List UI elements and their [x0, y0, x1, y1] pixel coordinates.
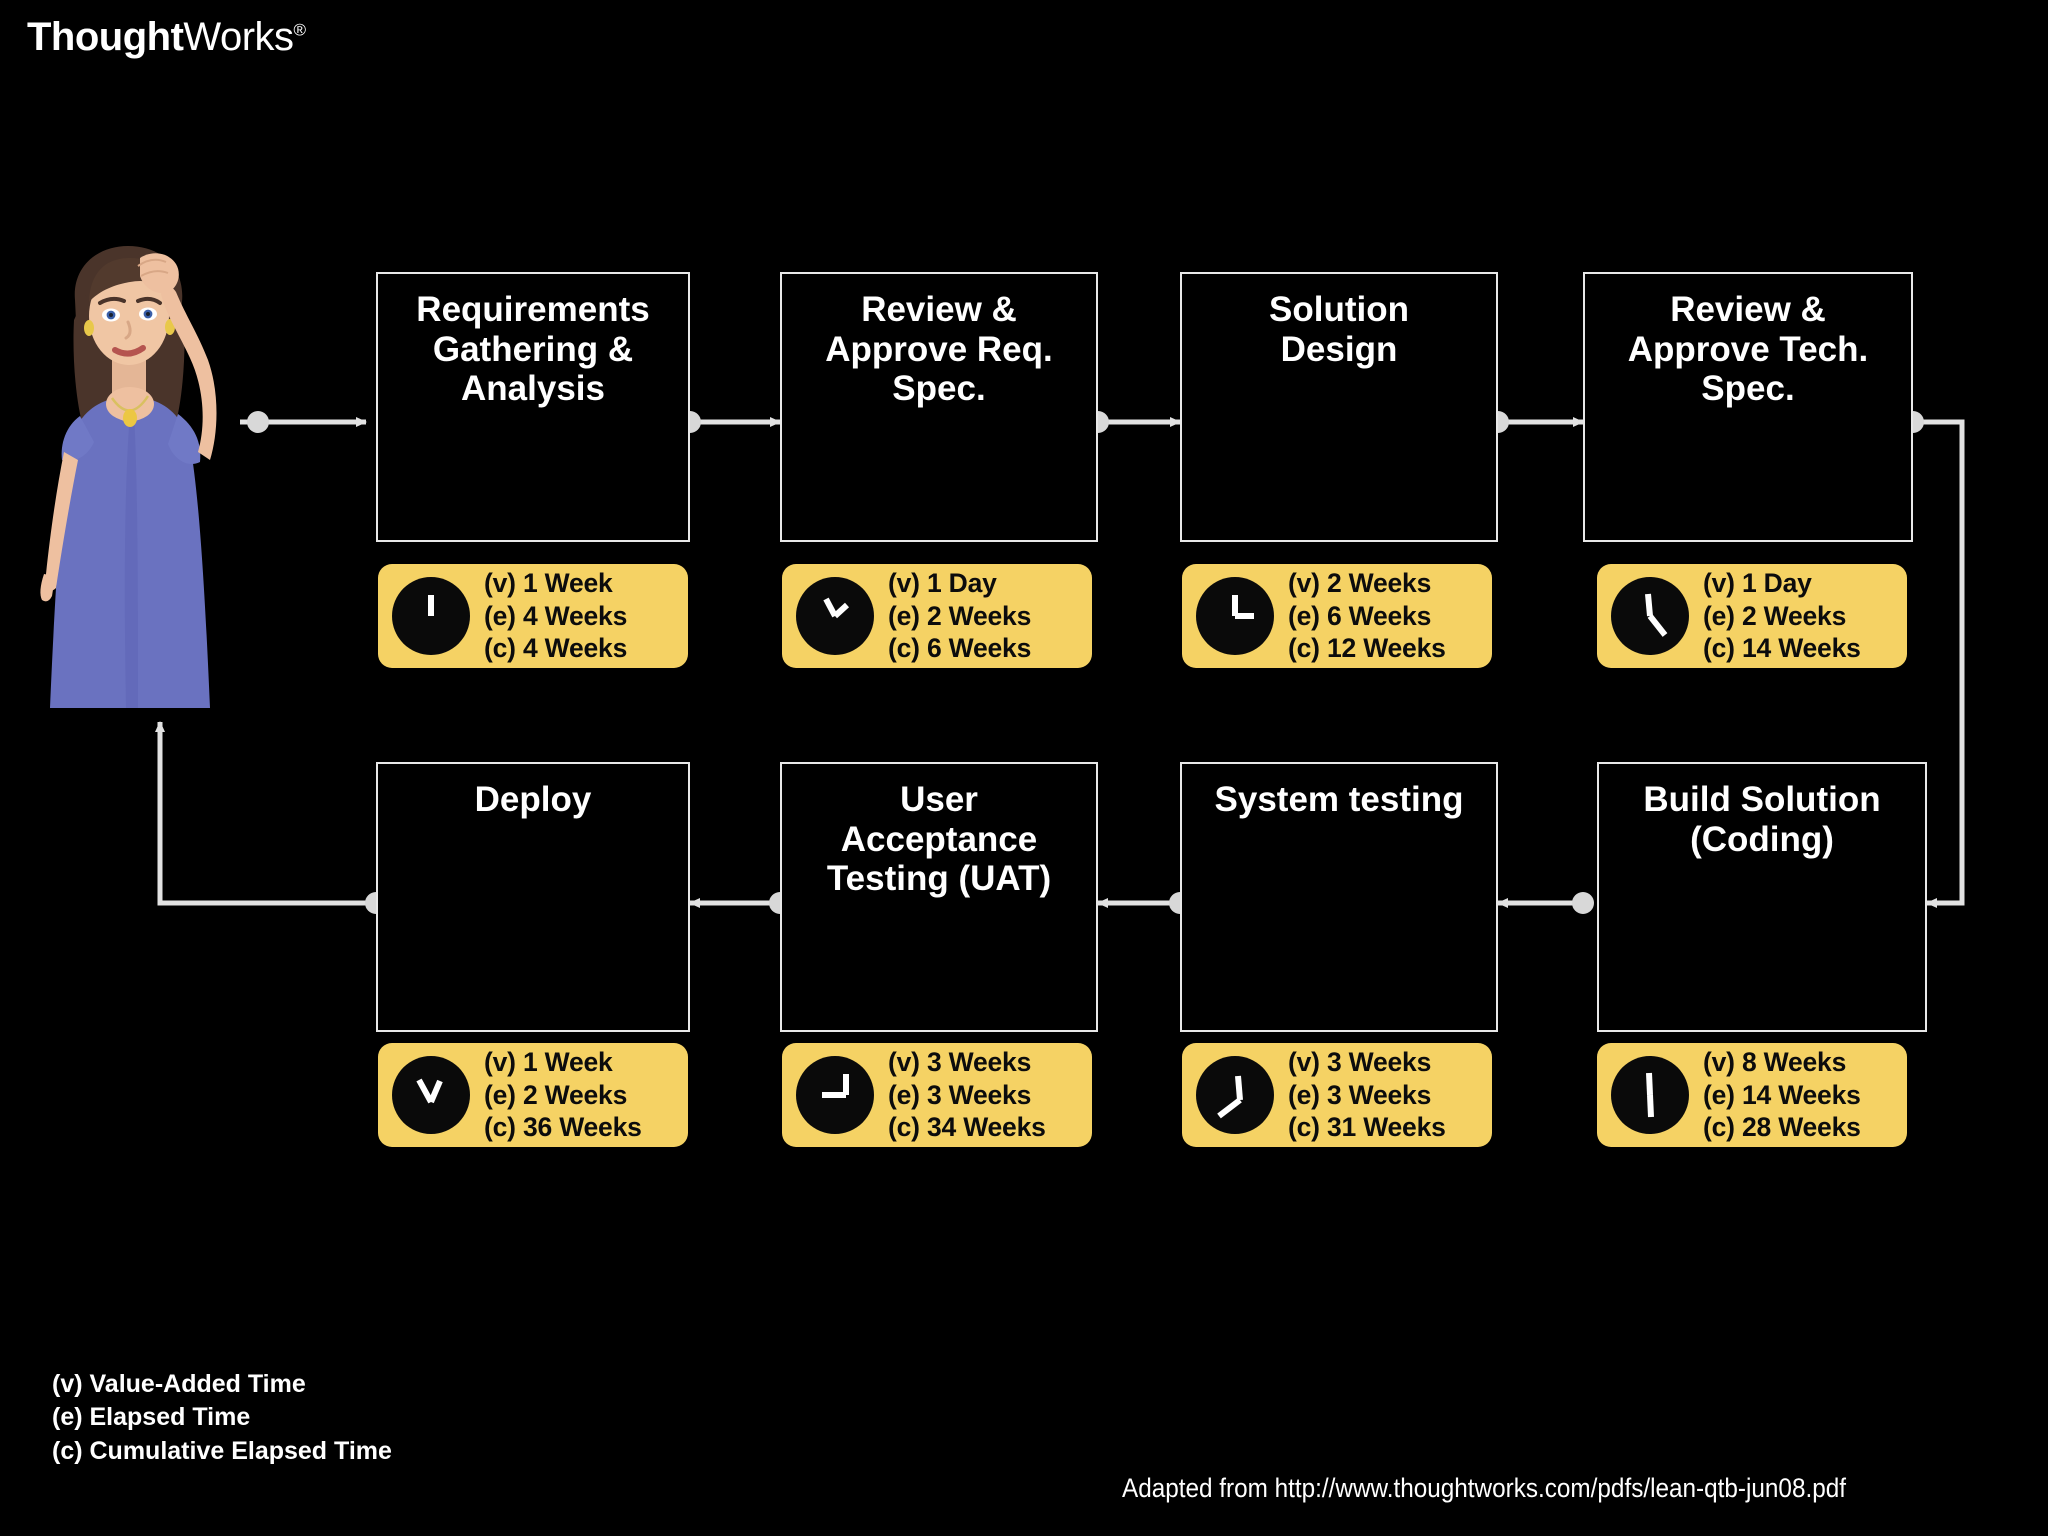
connector-dot-build-solution: [1572, 892, 1594, 914]
value-added-time: (v) 1 Week: [484, 1046, 613, 1077]
clock-icon-12-00: [392, 577, 470, 655]
clock-icon-12-38: [1196, 1056, 1274, 1134]
time-badge-lines: (v) 1 Week (e) 4 Weeks (c) 4 Weeks: [484, 567, 627, 666]
time-badge-review-approve-req-spec: (v) 1 Day (e) 2 Weeks (c) 6 Weeks: [782, 564, 1092, 668]
logo-word-works: Works: [183, 15, 294, 59]
elapsed-time: (e) 2 Weeks: [888, 600, 1032, 631]
clock-icon-12-45: [796, 1056, 874, 1134]
process-box-deploy[interactable]: Deploy: [376, 762, 690, 1032]
cumulative-elapsed-time: (c) 31 Weeks: [1288, 1112, 1446, 1143]
time-badge-lines: (v) 1 Week (e) 2 Weeks (c) 36 Weeks: [484, 1046, 642, 1145]
time-badge-lines: (v) 1 Day (e) 2 Weeks (c) 6 Weeks: [888, 567, 1031, 666]
time-badge-solution-design: (v) 2 Weeks (e) 6 Weeks (c) 12 Weeks: [1182, 564, 1492, 668]
cumulative-elapsed-time: (c) 28 Weeks: [1703, 1112, 1861, 1143]
value-added-time: (v) 1 Day: [1703, 567, 1812, 598]
elapsed-time: (e) 3 Weeks: [1288, 1079, 1432, 1110]
time-badge-lines: (v) 1 Day (e) 2 Weeks (c) 14 Weeks: [1703, 567, 1861, 666]
value-added-time: (v) 8 Weeks: [1703, 1046, 1847, 1077]
elapsed-time: (e) 4 Weeks: [484, 600, 628, 631]
time-badge-system-testing: (v) 3 Weeks (e) 3 Weeks (c) 31 Weeks: [1182, 1043, 1492, 1147]
elapsed-time: (e) 6 Weeks: [1288, 600, 1432, 631]
time-badge-lines: (v) 8 Weeks (e) 14 Weeks (c) 28 Weeks: [1703, 1046, 1861, 1145]
process-box-requirements-gathering-analysis[interactable]: Requirements Gathering & Analysis: [376, 272, 690, 542]
registered-trademark-icon: ®: [293, 20, 307, 40]
time-badge-user-acceptance-testing: (v) 3 Weeks (e) 3 Weeks (c) 34 Weeks: [782, 1043, 1092, 1147]
process-box-review-approve-tech-spec[interactable]: Review & Approve Tech. Spec.: [1583, 272, 1913, 542]
clock-icon-12-10: [392, 1056, 470, 1134]
legend-value-added: (v) Value-Added Time: [52, 1370, 306, 1398]
clock-icon-12-30: [1611, 1056, 1689, 1134]
clock-icon-12-05: [796, 577, 874, 655]
elapsed-time: (e) 3 Weeks: [888, 1079, 1032, 1110]
cumulative-elapsed-time: (c) 4 Weeks: [484, 633, 628, 664]
time-badge-deploy: (v) 1 Week (e) 2 Weeks (c) 36 Weeks: [378, 1043, 688, 1147]
value-added-time: (v) 3 Weeks: [888, 1046, 1032, 1077]
frustrated-customer-illustration: [40, 246, 217, 708]
logo-word-thought: Thought: [27, 15, 184, 59]
value-added-time: (v) 1 Week: [484, 567, 613, 598]
legend-cumulative: (c) Cumulative Elapsed Time: [52, 1436, 392, 1465]
cumulative-elapsed-time: (c) 14 Weeks: [1703, 633, 1861, 664]
thoughtworks-logo: ThoughtWorks®: [27, 17, 306, 57]
elapsed-time: (e) 2 Weeks: [1703, 600, 1847, 631]
clock-icon-12-15: [1196, 577, 1274, 655]
process-box-solution-design[interactable]: Solution Design: [1180, 272, 1498, 542]
cumulative-elapsed-time: (c) 6 Weeks: [888, 633, 1032, 664]
time-badge-lines: (v) 2 Weeks (e) 6 Weeks (c) 12 Weeks: [1288, 567, 1446, 666]
source-attribution: Adapted from http://www.thoughtworks.com…: [1122, 1473, 1846, 1503]
connector-deploy-to-actor: [155, 721, 366, 906]
time-badge-review-approve-tech-spec: (v) 1 Day (e) 2 Weeks (c) 14 Weeks: [1597, 564, 1907, 668]
process-box-system-testing[interactable]: System testing: [1180, 762, 1498, 1032]
value-added-time: (v) 1 Day: [888, 567, 997, 598]
time-badge-build-solution-coding: (v) 8 Weeks (e) 14 Weeks (c) 28 Weeks: [1597, 1043, 1907, 1147]
cumulative-elapsed-time: (c) 34 Weeks: [888, 1112, 1046, 1143]
connector-review-tech-to-build-solution: [1913, 419, 1965, 908]
legend-elapsed: (e) Elapsed Time: [52, 1403, 251, 1432]
elapsed-time: (e) 2 Weeks: [484, 1079, 628, 1110]
cumulative-elapsed-time: (c) 36 Weeks: [484, 1112, 642, 1143]
clock-icon-12-22: [1611, 577, 1689, 655]
value-added-time: (v) 3 Weeks: [1288, 1046, 1432, 1077]
time-badge-lines: (v) 3 Weeks (e) 3 Weeks (c) 31 Weeks: [1288, 1046, 1446, 1145]
process-box-review-approve-req-spec[interactable]: Review & Approve Req. Spec.: [780, 272, 1098, 542]
time-badge-lines: (v) 3 Weeks (e) 3 Weeks (c) 34 Weeks: [888, 1046, 1046, 1145]
cumulative-elapsed-time: (c) 12 Weeks: [1288, 633, 1446, 664]
legend: (v) Value-Added Time (e) Elapsed Time (c…: [52, 1368, 392, 1468]
elapsed-time: (e) 14 Weeks: [1703, 1079, 1861, 1110]
time-badge-requirements-gathering-analysis: (v) 1 Week (e) 4 Weeks (c) 4 Weeks: [378, 564, 688, 668]
process-box-build-solution-coding[interactable]: Build Solution (Coding): [1597, 762, 1927, 1032]
process-box-user-acceptance-testing[interactable]: User Acceptance Testing (UAT): [780, 762, 1098, 1032]
connector-dot-actor: [247, 411, 269, 433]
value-added-time: (v) 2 Weeks: [1288, 567, 1432, 598]
